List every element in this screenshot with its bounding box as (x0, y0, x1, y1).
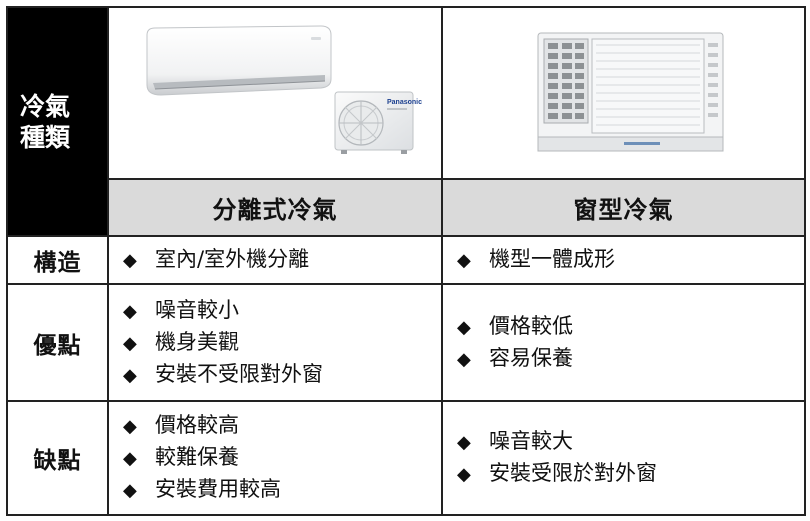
corner-label-line2: 種類 (20, 122, 71, 152)
split-ac-image-cell: Panasonic (107, 6, 443, 180)
list-item: ◆價格較低 (457, 311, 804, 343)
diamond-bullet-icon: ◆ (457, 348, 471, 370)
cell-advantages-window: ◆價格較低 ◆容易保養 (441, 283, 806, 402)
list-item: ◆噪音較大 (457, 426, 804, 458)
list-item: ◆機身美觀 (123, 327, 441, 359)
comparison-table: 冷氣 種類 (6, 6, 806, 516)
list-item: ◆安裝費用較高 (123, 474, 441, 506)
diamond-bullet-icon: ◆ (457, 316, 471, 338)
diamond-bullet-icon: ◆ (123, 250, 137, 271)
list-item: ◆室內/室外機分離 (123, 244, 441, 276)
diamond-bullet-icon: ◆ (123, 300, 137, 322)
diamond-bullet-icon: ◆ (123, 480, 137, 501)
column-header-split: 分離式冷氣 (107, 178, 443, 237)
cell-advantages-split: ◆噪音較小 ◆機身美觀 ◆安裝不受限對外窗 (107, 283, 443, 402)
list-item: ◆安裝不受限對外窗 (123, 359, 441, 391)
window-ac-icon (537, 32, 723, 152)
diamond-bullet-icon: ◆ (123, 332, 137, 354)
cell-disadvantages-window: ◆噪音較大 ◆安裝受限於對外窗 (441, 400, 806, 516)
window-ac-image-cell (441, 6, 806, 180)
diamond-bullet-icon: ◆ (123, 448, 137, 469)
diamond-bullet-icon: ◆ (457, 250, 471, 271)
row-label-disadvantages: 缺點 (6, 400, 109, 516)
split-brand-logo: Panasonic (387, 99, 422, 106)
diamond-bullet-icon: ◆ (123, 364, 137, 386)
diamond-bullet-icon: ◆ (457, 464, 471, 485)
column-header-window: 窗型冷氣 (441, 178, 806, 237)
cell-disadvantages-split: ◆價格較高 ◆較難保養 ◆安裝費用較高 (107, 400, 443, 516)
diamond-bullet-icon: ◆ (457, 432, 471, 453)
list-item: ◆噪音較小 (123, 295, 441, 327)
list-item: ◆安裝受限於對外窗 (457, 458, 804, 490)
corner-header: 冷氣 種類 (6, 6, 109, 237)
corner-label-line1: 冷氣 (20, 91, 71, 121)
cell-structure-window: ◆機型一體成形 (441, 235, 806, 285)
row-label-advantages: 優點 (6, 283, 109, 402)
list-item: ◆機型一體成形 (457, 244, 804, 276)
split-ac-icon: Panasonic (146, 25, 422, 154)
row-label-structure: 構造 (6, 235, 109, 285)
cell-structure-split: ◆室內/室外機分離 (107, 235, 443, 285)
list-item: ◆容易保養 (457, 343, 804, 375)
list-item: ◆較難保養 (123, 442, 441, 474)
list-item: ◆價格較高 (123, 410, 441, 442)
diamond-bullet-icon: ◆ (123, 416, 137, 437)
